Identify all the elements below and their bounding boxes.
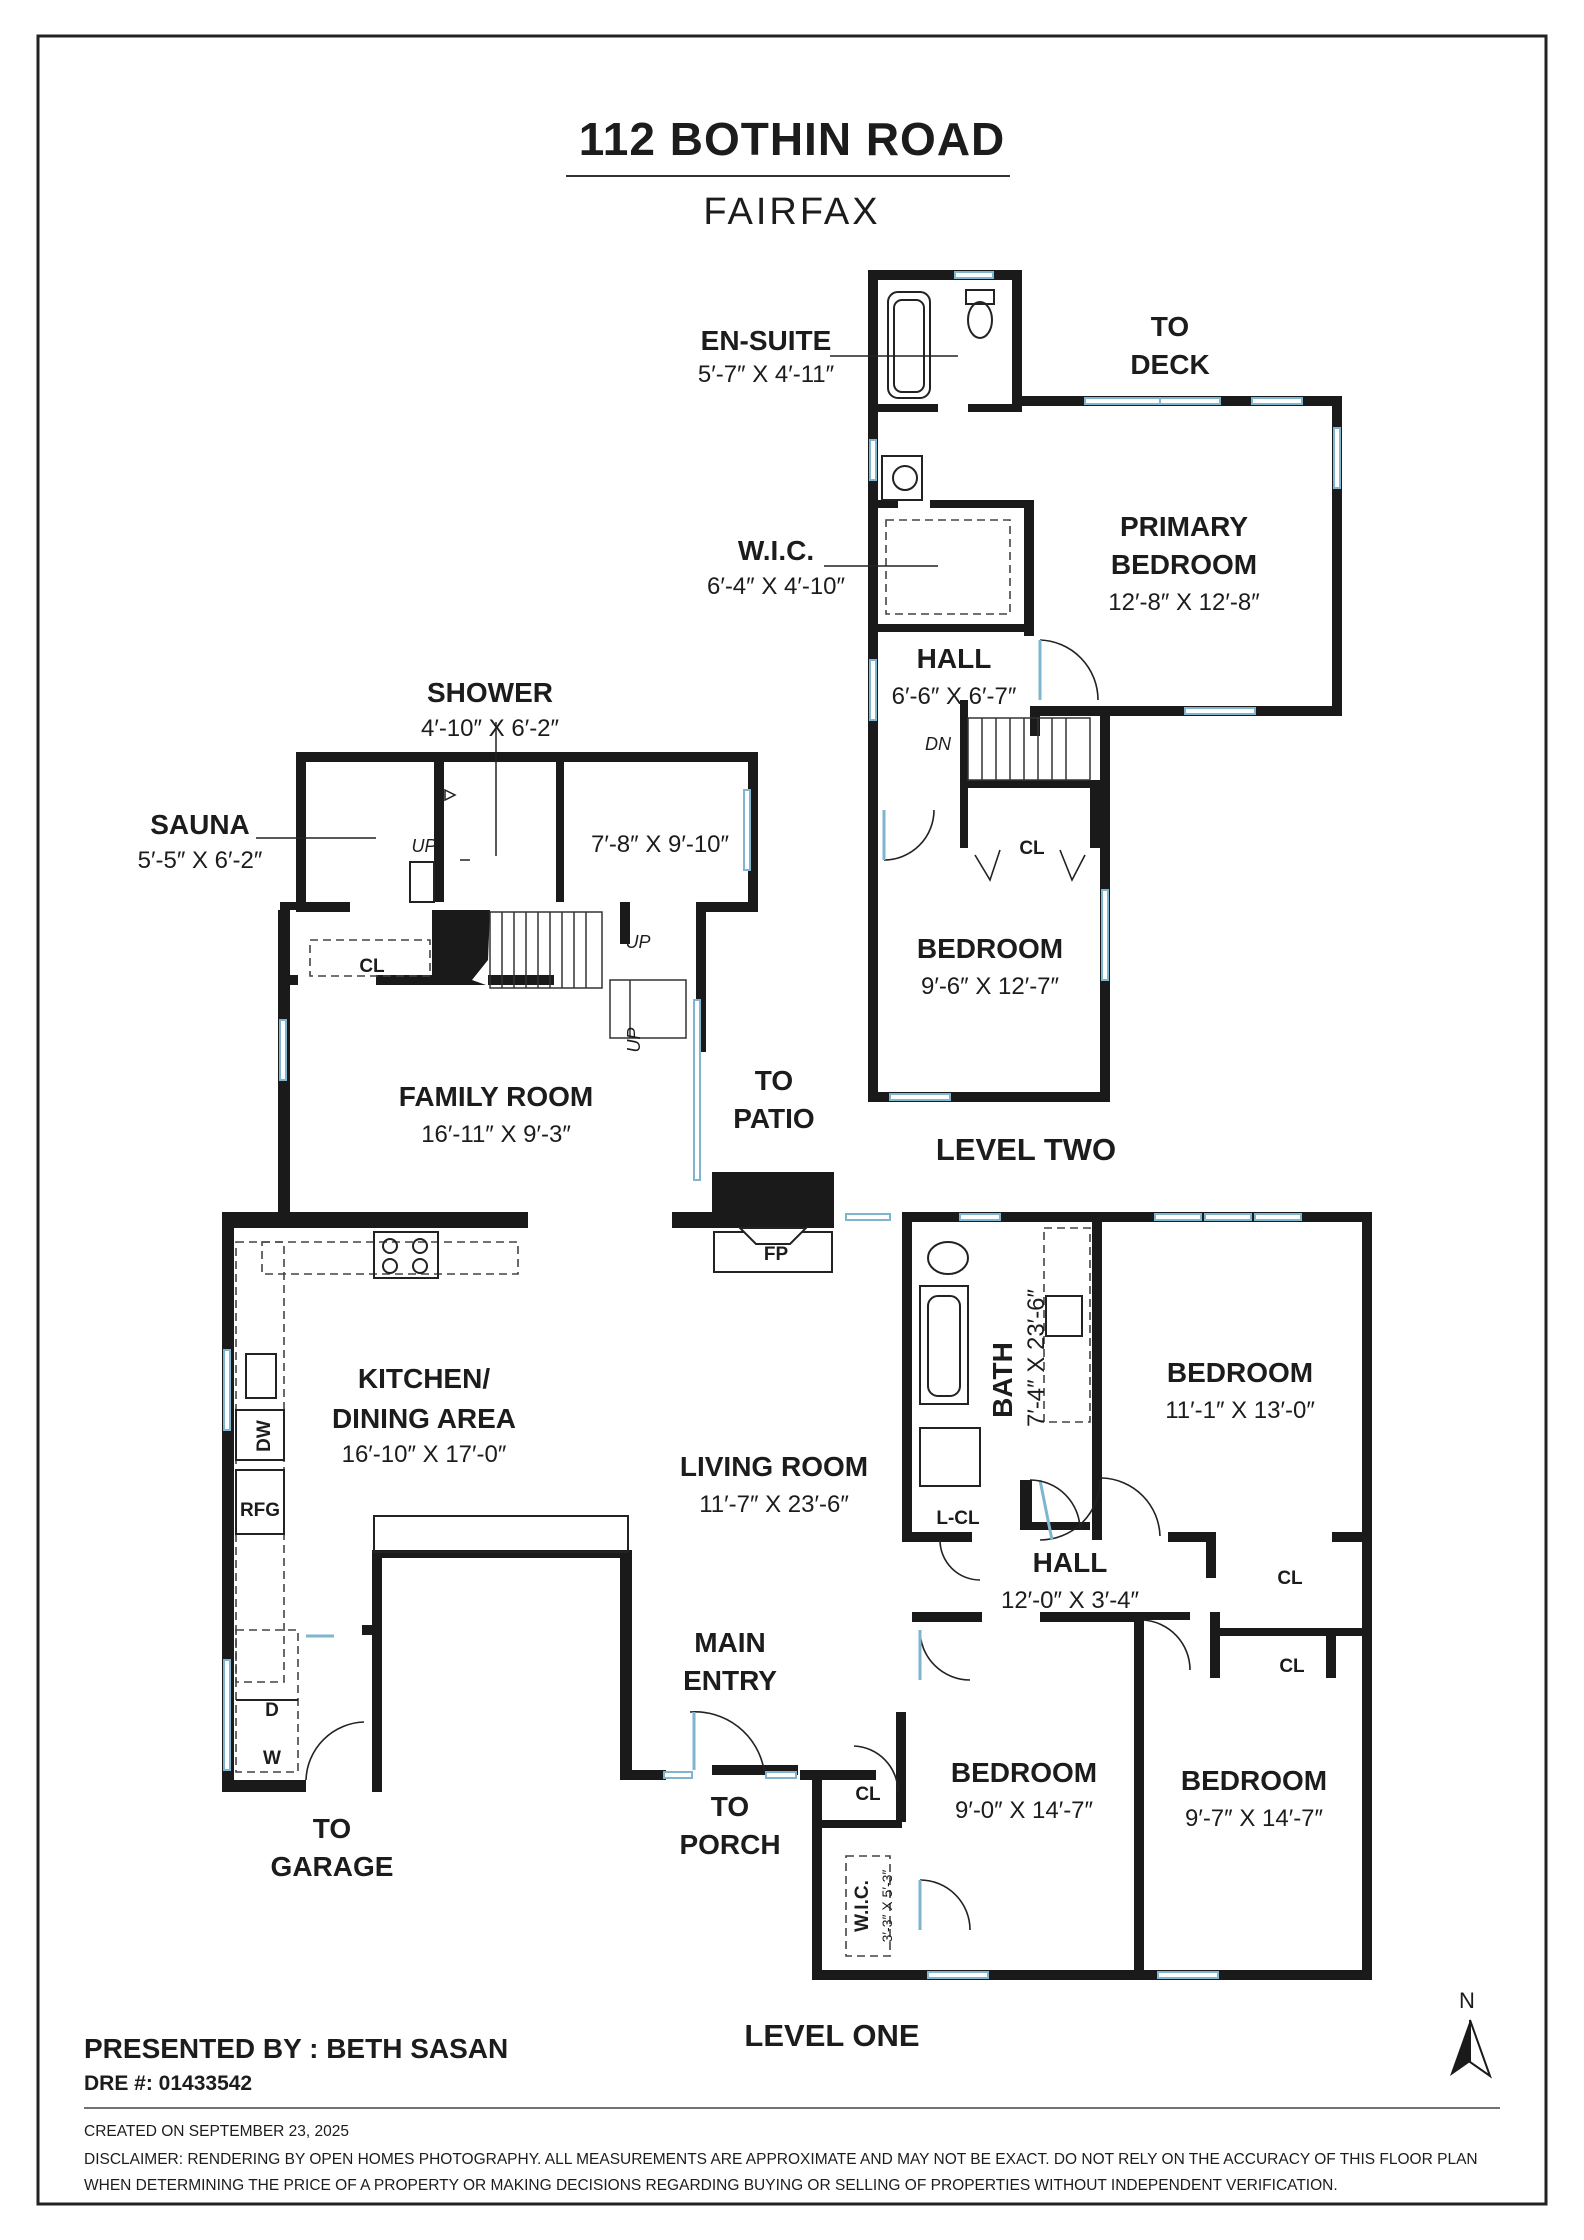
washer-label: W (263, 1748, 281, 1769)
bedroom-a-dim: 11′-1″ X 13′-0″ (1165, 1397, 1315, 1424)
primary-bedroom-line1: PRIMARY (1120, 511, 1248, 542)
dre-number: DRE #: 01433542 (84, 2072, 252, 2095)
hall-upper-label: HALL (917, 643, 992, 674)
to-deck-line1: TO (1151, 311, 1189, 342)
kitchen-dim: 16′-10″ X 17′-0″ (342, 1441, 507, 1468)
en-suite-dim: 5′-7″ X 4′-11″ (698, 361, 835, 388)
primary-bedroom-dim: 12′-8″ X 12′-8″ (1108, 589, 1260, 616)
sauna-dim: 5′-5″ X 6′-2″ (138, 847, 263, 874)
up-label-3: UP (624, 1027, 644, 1052)
refrigerator-label: RFG (240, 1500, 280, 1521)
bedroom-upper-dim: 9′-6″ X 12′-7″ (921, 973, 1060, 1000)
sheet-border (36, 34, 1548, 2206)
unnamed-room-dim: 7′-8″ X 9′-10″ (591, 831, 730, 858)
bedroom-b-label: BEDROOM (951, 1757, 1097, 1788)
wic-upper-label: W.I.C. (738, 535, 814, 566)
bedroom-upper-label: BEDROOM (917, 933, 1063, 964)
main-entry-line1: MAIN (694, 1627, 766, 1658)
living-room-dim: 11′-7″ X 23′-6″ (699, 1491, 849, 1518)
level-one-plan (222, 752, 1372, 1980)
to-porch-line1: TO (711, 1791, 749, 1822)
up-label-2: UP (625, 932, 650, 952)
dn-label: DN (925, 734, 952, 754)
to-garage-line2: GARAGE (271, 1851, 394, 1882)
wic-upper-dim: 6′-4″ X 4′-10″ (707, 573, 846, 600)
bath-dim: 7′-4″ X 23′-6″ (1023, 1288, 1050, 1427)
to-garage-line1: TO (313, 1813, 351, 1844)
linen-closet-label: L-CL (936, 1508, 980, 1529)
bedroom-c-label: BEDROOM (1181, 1765, 1327, 1796)
north-arrow-icon (1450, 2019, 1492, 2079)
shower-dim: 4′-10″ X 6′-2″ (421, 715, 560, 742)
wic-lower-label: W.I.C. (852, 1880, 873, 1932)
level-one-label: LEVEL ONE (744, 2018, 919, 2053)
primary-bedroom-line2: BEDROOM (1111, 549, 1257, 580)
to-deck-line2: DECK (1130, 349, 1209, 380)
property-city: FAIRFAX (703, 191, 880, 233)
bedroom-a-label: BEDROOM (1167, 1357, 1313, 1388)
closet-a-label: CL (1277, 1568, 1303, 1589)
hall-upper-dim: 6′-6″ X 6′-7″ (892, 683, 1017, 710)
cl-entry-label: CL (855, 1784, 881, 1805)
bedroom-b-dim: 9′-0″ X 14′-7″ (955, 1797, 1094, 1824)
bath-label: BATH (987, 1342, 1018, 1418)
wic-lower-dim: 3′-3″ X 5′-3″ (879, 1870, 895, 1943)
up-label-1: UP (411, 836, 436, 856)
kitchen-line2: DINING AREA (332, 1403, 516, 1434)
main-entry-line2: ENTRY (683, 1665, 777, 1696)
presented-by: PRESENTED BY : BETH SASAN (84, 2033, 508, 2064)
fireplace-label: FP (764, 1244, 789, 1265)
closet-b-label: CL (1279, 1656, 1305, 1677)
family-room-dim: 16′-11″ X 9′-3″ (421, 1121, 571, 1148)
sauna-label: SAUNA (150, 809, 250, 840)
family-room-label: FAMILY ROOM (399, 1081, 593, 1112)
dishwasher-label: DW (254, 1420, 275, 1452)
hall-lower-label: HALL (1033, 1547, 1108, 1578)
kitchen-line1: KITCHEN/ (358, 1363, 490, 1394)
to-patio-line1: TO (755, 1065, 793, 1096)
property-title: 112 BOTHIN ROAD (579, 113, 1006, 165)
to-patio-line2: PATIO (733, 1103, 814, 1134)
bedroom-c-dim: 9′-7″ X 14′-7″ (1185, 1805, 1324, 1832)
shower-label: SHOWER (427, 677, 553, 708)
dryer-label: D (265, 1700, 279, 1721)
created-date: CREATED ON SEPTEMBER 23, 2025 (84, 2123, 349, 2140)
level-two-plan (868, 270, 1342, 1102)
en-suite-label: EN-SUITE (701, 325, 832, 356)
level-two-label: LEVEL TWO (936, 1132, 1116, 1167)
disclaimer-line2: WHEN DETERMINING THE PRICE OF A PROPERTY… (84, 2177, 1338, 2194)
to-porch-line2: PORCH (679, 1829, 780, 1860)
hall-lower-dim: 12′-0″ X 3′-4″ (1001, 1587, 1140, 1614)
living-room-label: LIVING ROOM (680, 1451, 868, 1482)
cl-upper-label: CL (1019, 838, 1045, 859)
disclaimer-line1: DISCLAIMER: RENDERING BY OPEN HOMES PHOT… (84, 2151, 1478, 2168)
north-label: N (1459, 1988, 1475, 2013)
cl-family-label: CL (359, 956, 385, 977)
